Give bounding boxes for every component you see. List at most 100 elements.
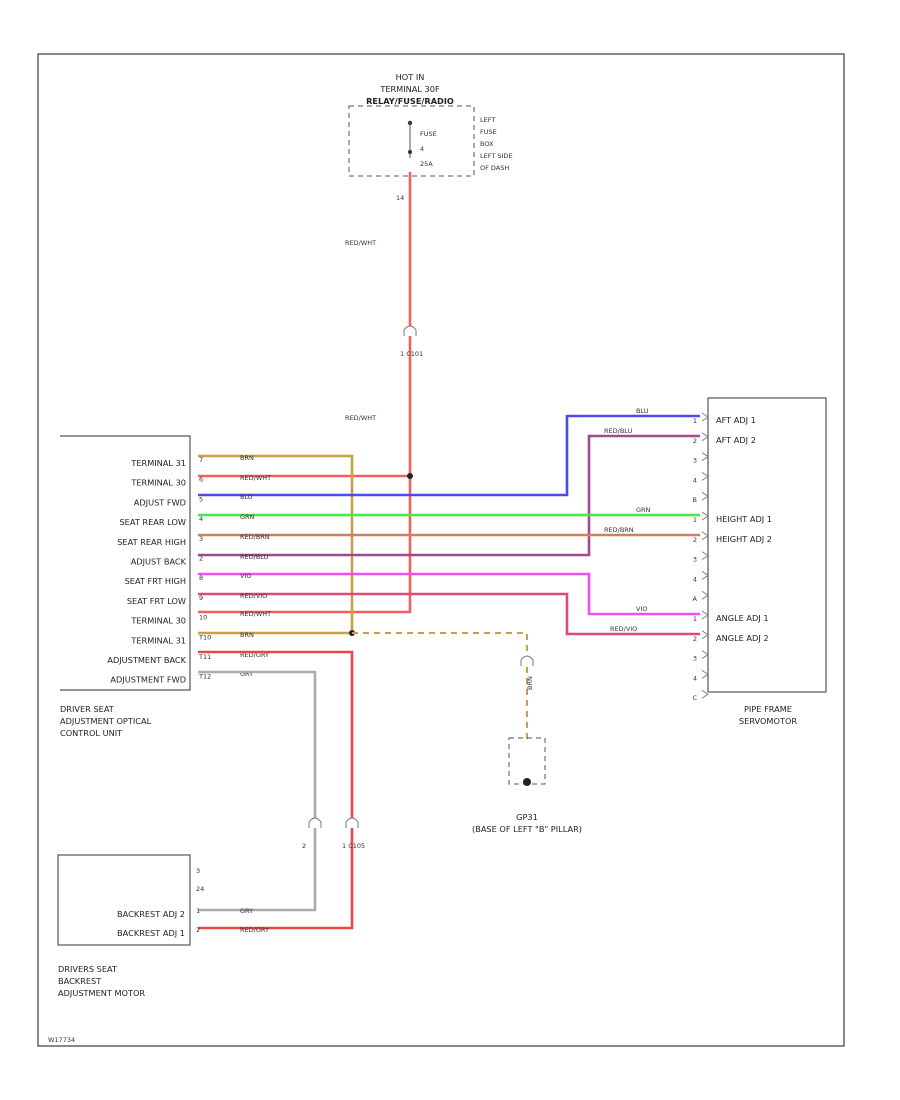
bus-label-blu: BLU bbox=[240, 493, 253, 501]
servomotor-terminal bbox=[701, 630, 709, 640]
wire-brn-term31 bbox=[198, 454, 354, 635]
servomotor-row-label: ANGLE ADJ 1 bbox=[716, 613, 769, 623]
fuse-box-outline bbox=[348, 105, 475, 177]
control-unit-row-pin: 7 bbox=[199, 456, 203, 464]
servomotor-terminal bbox=[701, 571, 709, 580]
servomotor-row-pin: 2 bbox=[693, 437, 697, 445]
bus-label-gry: GRY bbox=[240, 670, 253, 678]
wire-ground-brn bbox=[352, 632, 528, 742]
right-label-blu: BLU bbox=[636, 407, 649, 415]
bus-label-red-gry: RED/GRY bbox=[240, 651, 269, 659]
servomotor-row-label: AFT ADJ 1 bbox=[716, 415, 756, 425]
servomotor-terminal bbox=[701, 531, 709, 541]
servomotor-row-label: AFT ADJ 2 bbox=[716, 435, 756, 445]
control-unit-row-pin: T10 bbox=[198, 633, 211, 641]
bus-label-grn: GRN bbox=[240, 513, 255, 521]
servomotor-row-pin: 4 bbox=[693, 674, 697, 682]
hot-in-label: HOT IN bbox=[396, 72, 425, 82]
control-unit-row-label: TERMINAL 30 bbox=[130, 478, 186, 488]
control-unit-row-label: SEAT REAR HIGH bbox=[117, 537, 186, 547]
c101-connector bbox=[403, 325, 417, 336]
servomotor-row-pin: 4 bbox=[693, 476, 697, 484]
servomotor-row-pin: 1 bbox=[693, 516, 697, 524]
bus-label-vio: VIO bbox=[240, 572, 251, 580]
right-label-red-brn: RED/BRN bbox=[604, 526, 634, 534]
control-unit-row-pin: 4 bbox=[199, 515, 203, 523]
motor-row-1-pin: 1 bbox=[196, 907, 200, 915]
wire-blu bbox=[198, 414, 700, 497]
ground-point bbox=[523, 778, 531, 786]
servomotor-terminal bbox=[701, 412, 709, 422]
fuse-box-name-2: FUSE bbox=[480, 128, 497, 136]
servomotor-terminal bbox=[701, 491, 709, 501]
bus-label-brn-2: BRN bbox=[240, 631, 254, 639]
servomotor-row-pin: C bbox=[692, 694, 697, 702]
control-unit-outline bbox=[60, 435, 191, 691]
control-unit-row-label: TERMINAL 30 bbox=[130, 616, 186, 626]
bus-label-brn: BRN bbox=[240, 454, 254, 462]
bus-label-red-wht-2: RED/WHT bbox=[240, 610, 271, 618]
servomotor-terminal bbox=[701, 610, 709, 620]
servomotor-row-pin: 1 bbox=[693, 615, 697, 623]
backrest-motor-outline bbox=[57, 854, 191, 946]
wire-feed-red-wht bbox=[198, 172, 412, 614]
motor-name-3: ADJUSTMENT MOTOR bbox=[58, 988, 145, 998]
motor-row-1-label: BACKREST ADJ 2 bbox=[117, 909, 185, 919]
control-unit-row-pin: 5 bbox=[199, 495, 203, 503]
control-unit-row-pin: T11 bbox=[198, 653, 211, 661]
c105-left-pin: 2 bbox=[302, 842, 306, 850]
feed-wire-label-upper: RED/WHT bbox=[345, 239, 376, 247]
control-unit-row-label: SEAT FRT LOW bbox=[127, 596, 186, 606]
servomotor-terminal bbox=[701, 590, 709, 600]
servomotor-terminal bbox=[701, 689, 709, 699]
control-unit-row-label: ADJUSTMENT FWD bbox=[110, 675, 186, 685]
control-unit-row-label: ADJUSTMENT BACK bbox=[107, 655, 186, 665]
motor-row-2-wire: RED/GRY bbox=[240, 926, 269, 934]
ground-name: GP31 bbox=[516, 812, 538, 822]
servomotor-terminal bbox=[701, 670, 709, 679]
control-unit-row-pin: 3 bbox=[199, 535, 203, 543]
fuse-box-name-1: LEFT bbox=[480, 116, 495, 124]
servomotor-terminal bbox=[701, 432, 709, 442]
servomotor-row-pin: 2 bbox=[693, 536, 697, 544]
c105-connector-left bbox=[308, 817, 322, 828]
servomotor-row-label: ANGLE ADJ 2 bbox=[716, 633, 769, 643]
backrest-motor: 3 24 BACKREST ADJ 2 1 GRY BACKREST ADJ 1… bbox=[57, 854, 269, 998]
control-unit-row-label: TERMINAL 31 bbox=[130, 635, 186, 645]
wire-red-vio bbox=[198, 592, 700, 636]
ground-box bbox=[508, 737, 546, 785]
page-code: W17734 bbox=[48, 1036, 75, 1044]
servomotor-terminal bbox=[701, 452, 709, 461]
servomotor-row-pin: 3 bbox=[693, 457, 697, 465]
servomotor-terminal bbox=[701, 650, 709, 659]
servomotor-row-pin: 1 bbox=[693, 417, 697, 425]
servomotor-terminal bbox=[701, 472, 709, 481]
bus-label-red-wht-1: RED/WHT bbox=[240, 474, 271, 482]
c105-label: 1 C105 bbox=[342, 842, 365, 850]
fuse-terminal-bottom bbox=[408, 150, 412, 154]
feed-wire-label-lower: RED/WHT bbox=[345, 414, 376, 422]
control-unit-row-label: ADJUST BACK bbox=[131, 557, 187, 567]
servomotor-terminal bbox=[701, 511, 709, 521]
motor-name-2: BACKREST bbox=[58, 976, 102, 986]
control-unit-name-2: ADJUSTMENT OPTICAL bbox=[60, 716, 152, 726]
control-unit-row-pin: 6 bbox=[199, 476, 203, 484]
right-label-grn: GRN bbox=[636, 506, 651, 514]
motor-name-1: DRIVERS SEAT bbox=[58, 964, 118, 974]
relay-label: RELAY/FUSE/RADIO bbox=[366, 96, 454, 106]
motor-pin-top-2: 24 bbox=[196, 885, 204, 893]
terminal-30f-label: TERMINAL 30F bbox=[379, 84, 440, 94]
right-label-red-blu: RED/BLU bbox=[604, 427, 633, 435]
bus-label-red-vio: RED/VIO bbox=[240, 592, 267, 600]
control-unit-row-label: TERMINAL 31 bbox=[130, 458, 186, 468]
wire-red-gry bbox=[198, 650, 354, 930]
ground-location: (BASE OF LEFT "B" PILLAR) bbox=[472, 824, 582, 834]
wire-gry bbox=[198, 670, 317, 912]
ground-wire-label: BRN bbox=[526, 676, 534, 690]
motor-row-1-wire: GRY bbox=[240, 907, 253, 915]
control-unit-row-pin: T12 bbox=[198, 673, 211, 681]
servomotor-row-pin: 4 bbox=[693, 575, 697, 583]
servomotor-row-pin: B bbox=[693, 496, 697, 504]
fuse-box-name-5: OF DASH bbox=[480, 164, 509, 172]
